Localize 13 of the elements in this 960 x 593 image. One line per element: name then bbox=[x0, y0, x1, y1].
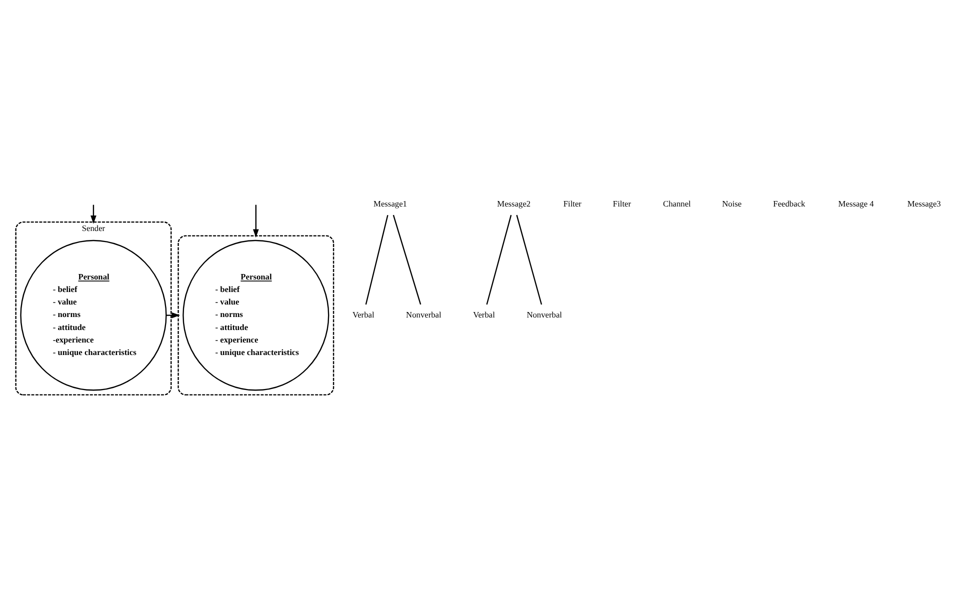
node-text: Verbal bbox=[352, 310, 374, 320]
label: Feedback bbox=[773, 199, 806, 208]
label: Message3 bbox=[907, 199, 941, 208]
label: Filter bbox=[612, 199, 632, 208]
node-text: Message1 bbox=[374, 199, 407, 208]
label: Channel bbox=[662, 199, 691, 208]
node-text: Nonverbal bbox=[406, 310, 442, 320]
label: Message 4 bbox=[838, 199, 874, 208]
label: Filter bbox=[563, 199, 582, 208]
label: Noise bbox=[722, 199, 742, 208]
node-text: Nonverbal bbox=[526, 310, 562, 320]
node-text: Verbal bbox=[473, 310, 495, 320]
node-text: Message2 bbox=[497, 199, 531, 208]
